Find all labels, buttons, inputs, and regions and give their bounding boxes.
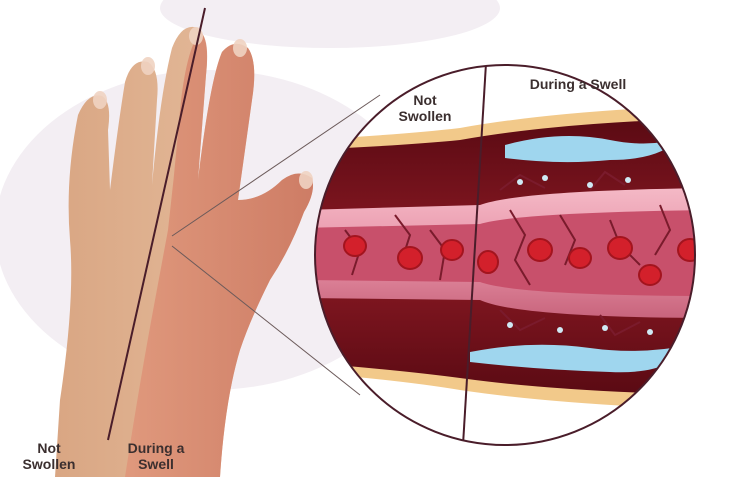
zoom-label-during-swell: During a Swell (508, 76, 648, 92)
magnified-vessel-view (300, 30, 720, 445)
